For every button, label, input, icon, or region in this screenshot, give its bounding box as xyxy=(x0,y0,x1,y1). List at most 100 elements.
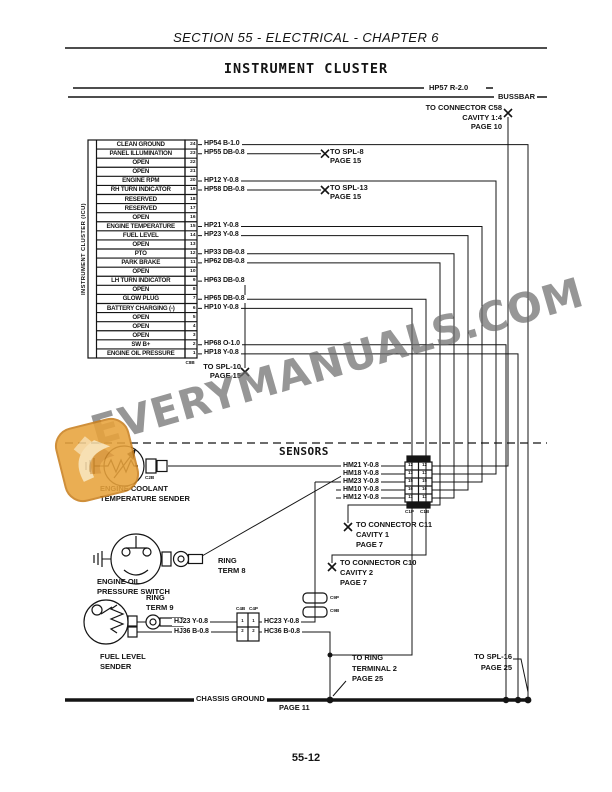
connector-id-c4p: C4P xyxy=(249,606,258,611)
connector-pin: 11 xyxy=(408,494,413,500)
callout-c58-line: PAGE 10 xyxy=(470,122,502,131)
wire-label-hj36: HJ36 B-0.8 xyxy=(172,627,211,637)
cluster-row-label: OPEN xyxy=(132,268,150,276)
wire-label: HP55 DB-0.8 xyxy=(202,149,247,158)
wire-label-hc23: HC23 Y-0.8 xyxy=(262,617,302,627)
wire-label-hc36: HC36 B-0.8 xyxy=(262,627,302,637)
wire-label: HP63 DB-0.8 xyxy=(202,276,247,285)
cluster-row-label: ENGINE RPM xyxy=(122,177,160,185)
cluster-row-label: FUEL LEVEL xyxy=(122,231,159,239)
connector-pin: 11 xyxy=(422,494,427,500)
cluster-row-label: PANEL ILLUMINATION xyxy=(109,150,173,158)
page-title: INSTRUMENT CLUSTER xyxy=(223,61,389,77)
callout-c11-line: PAGE 7 xyxy=(356,540,383,549)
bussbar-wire-label: HP57 R-2.0 xyxy=(427,82,471,93)
callout-c58-line: TO CONNECTOR C58 xyxy=(425,103,502,112)
ring-term-9-label-line: RING xyxy=(146,593,165,602)
connector-id-c1b: C1B xyxy=(420,509,430,514)
cluster-pin-number: 24 xyxy=(190,142,196,147)
cluster-row-label: OPEN xyxy=(132,331,150,339)
wire-label: HP33 DB-0.8 xyxy=(202,249,247,258)
cluster-row-label: CLEAN GROUND xyxy=(116,141,165,148)
connector-pin: 16 xyxy=(408,486,413,492)
wire-label-hm: HM12 Y-0.8 xyxy=(341,493,381,503)
callout-spl8-line: TO SPL-8 xyxy=(330,147,364,156)
cluster-pin-number: 4 xyxy=(192,323,196,329)
callout-c58-line: CAVITY 1:4 xyxy=(462,112,502,122)
cluster-pin-number: 21 xyxy=(190,169,196,175)
connector-id-c9b: C9B xyxy=(330,608,340,613)
cluster-row-label: OPEN xyxy=(132,240,150,248)
wire-label: HP65 DB-0.8 xyxy=(202,294,247,304)
connector-pin: 1 xyxy=(252,618,255,624)
cluster-pin-number: 17 xyxy=(190,205,196,211)
ring-term-8-label-line: RING xyxy=(218,556,237,565)
cluster-pin-number: 23 xyxy=(190,151,196,157)
wire-label: HP12 Y-0.8 xyxy=(202,176,241,186)
cluster-pin-number: 19 xyxy=(190,187,196,193)
connector-id-c9p: C9P xyxy=(330,595,339,600)
callout-c11-line: CAVITY 1 xyxy=(356,530,390,539)
connector-id-c4b: C4B xyxy=(236,606,246,611)
wire-label-hm: HM23 Y-0.8 xyxy=(341,477,381,487)
fuel-sender-label-line: SENDER xyxy=(100,662,132,671)
cluster-pin-number: 5 xyxy=(192,314,196,320)
cluster-pin-number: 9 xyxy=(192,278,196,284)
callout-ring-terminal-2-line: TO RING xyxy=(352,653,384,662)
cluster-pin-number: 6 xyxy=(192,305,196,311)
cluster-row-label: OPEN xyxy=(132,322,150,330)
callout-spl10-line: PAGE 15 xyxy=(209,371,241,380)
callout-spl16-line: PAGE 25 xyxy=(480,662,512,672)
connector-pin: 2 xyxy=(241,628,244,634)
cluster-row-label: OPEN xyxy=(132,286,150,294)
connector-pin: 13 xyxy=(422,470,427,476)
callout-spl13-line: PAGE 15 xyxy=(330,192,362,201)
cluster-row-label: PTO xyxy=(134,250,147,257)
chassis-ground-page: PAGE 11 xyxy=(279,702,310,712)
cluster-pin-number: 1 xyxy=(192,350,196,356)
cluster-row-label: RESERVED xyxy=(124,195,158,203)
wire-label: HP62 DB-0.8 xyxy=(202,258,247,267)
cluster-row-label: OPEN xyxy=(132,159,150,167)
cluster-pin-number: 15 xyxy=(190,223,196,229)
cluster-row-label: SW B+ xyxy=(131,340,151,348)
fuel-sender-label-line: FUEL LEVEL xyxy=(100,652,146,661)
coolant-sender-label-line: ENGINE COOLANT xyxy=(100,484,168,493)
cluster-row-label: RH TURN INDICATOR xyxy=(110,186,171,194)
wire-label: HP68 O-1.0 xyxy=(202,340,242,349)
page-header: SECTION 55 - ELECTRICAL - CHAPTER 6 xyxy=(173,30,439,45)
cluster-row-label: GLOW PLUG xyxy=(122,295,160,303)
cluster-pin-number: 11 xyxy=(190,260,196,266)
cluster-row-label: OPEN xyxy=(132,213,150,221)
callout-c10-line: TO CONNECTOR C10 xyxy=(340,558,417,567)
oil-switch-label-line: PRESSURE SWITCH xyxy=(97,587,170,596)
cluster-pin-number: 12 xyxy=(190,251,196,256)
cluster-pin-number: 2 xyxy=(192,341,196,347)
cluster-row-label: OPEN xyxy=(132,313,150,321)
cluster-pin-number: 14 xyxy=(190,232,196,238)
cluster-connector-id: C8B xyxy=(185,360,195,365)
callout-ring-terminal-2-line: PAGE 25 xyxy=(352,674,384,683)
ring-term-9-label-line: TERM 9 xyxy=(146,603,174,612)
wire-label: HP18 Y-0.8 xyxy=(202,349,241,358)
callout-spl16-line: TO SPL-16 xyxy=(474,652,512,661)
cluster-pin-number: 22 xyxy=(190,160,196,166)
cluster-pin-number: 7 xyxy=(192,296,196,302)
cluster-row-label: LH TURN INDICATOR xyxy=(111,277,171,285)
wire-label: HP23 Y-0.8 xyxy=(202,231,241,240)
connector-pin: 15 xyxy=(422,478,427,484)
connector-pin: 15 xyxy=(408,478,413,484)
cluster-row-label: OPEN xyxy=(132,168,150,176)
coolant-sender-label-line: TEMPERATURE SENDER xyxy=(100,494,190,503)
